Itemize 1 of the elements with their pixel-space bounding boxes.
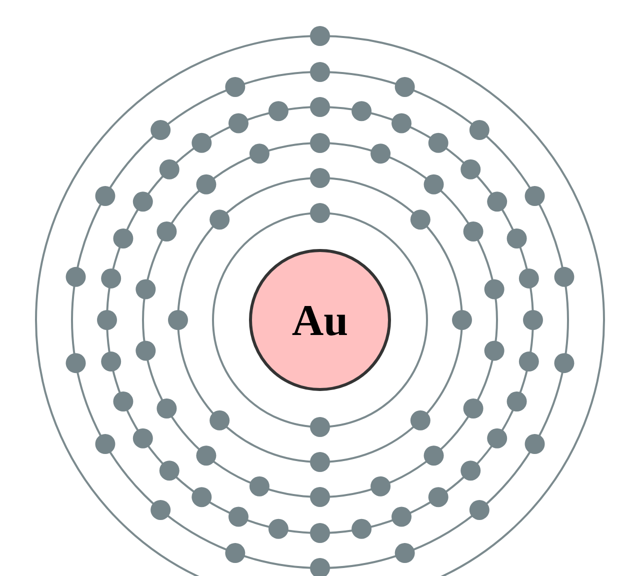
nucleus-circle: Au (249, 249, 391, 391)
